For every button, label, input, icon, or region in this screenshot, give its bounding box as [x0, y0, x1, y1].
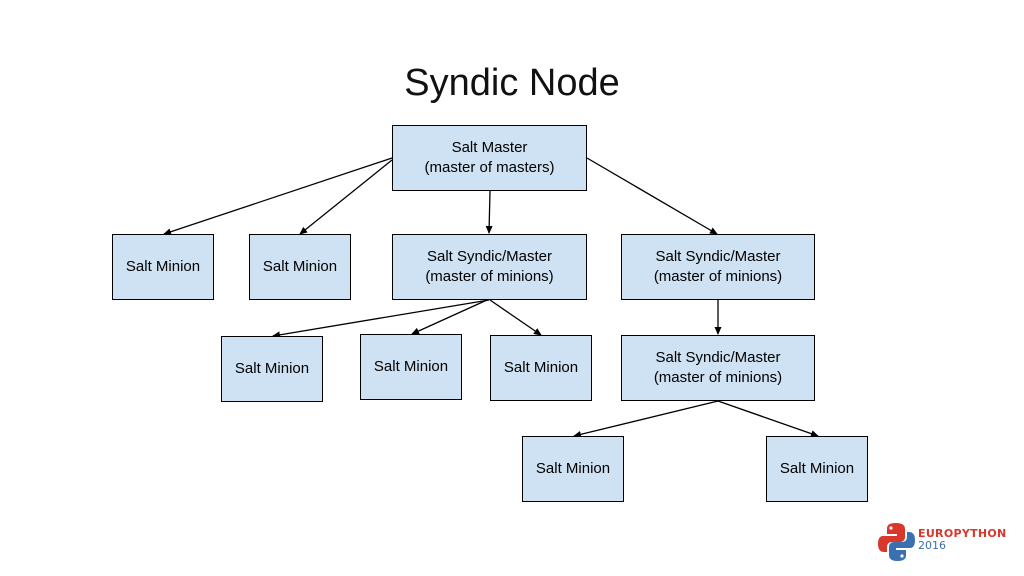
- node-label: Salt Master: [451, 139, 528, 156]
- edge-syndic-c-to-minion-l3-a: [573, 400, 719, 438]
- node-sublabel: (master of masters): [424, 159, 555, 176]
- node-label: Salt Minion: [535, 460, 611, 477]
- node-label: Salt Minion: [779, 460, 855, 477]
- node-salt-minion: Salt Minion: [490, 335, 592, 401]
- node-salt-minion: Salt Minion: [112, 234, 214, 300]
- python-snake-icon: [878, 523, 915, 561]
- node-label: Salt Minion: [125, 258, 201, 275]
- node-label: Salt Minion: [234, 360, 310, 377]
- node-salt-master: Salt Master (master of masters): [392, 125, 587, 191]
- edge-master-to-syndic-b: [586, 157, 718, 235]
- edge-syndic-a-to-minion-l2-a: [272, 299, 490, 339]
- node-salt-minion: Salt Minion: [249, 234, 351, 300]
- node-salt-syndic-master: Salt Syndic/Master (master of minions): [621, 234, 815, 300]
- edge-syndic-c-to-minion-l3-b: [717, 400, 819, 437]
- node-salt-minion: Salt Minion: [522, 436, 624, 502]
- node-label: Salt Minion: [373, 358, 449, 375]
- logo-year: 2016: [918, 539, 946, 552]
- node-label: Salt Minion: [262, 258, 338, 275]
- node-label: Salt Minion: [503, 359, 579, 376]
- edge-syndic-a-to-minion-l2-b: [411, 299, 488, 335]
- logo-wordmark: EUROPYTHON: [918, 527, 1007, 540]
- edge-master-to-syndic-a: [485, 190, 493, 234]
- node-sublabel: (master of minions): [653, 268, 783, 285]
- node-salt-minion: Salt Minion: [221, 336, 323, 402]
- node-sublabel: (master of minions): [653, 369, 783, 386]
- edge-master-to-minion-l1-a: [163, 157, 393, 236]
- node-salt-minion: Salt Minion: [766, 436, 868, 502]
- node-label: Salt Syndic/Master: [655, 248, 781, 265]
- europython-logo: EUROPYTHON 2016: [876, 518, 1006, 564]
- node-sublabel: (master of minions): [425, 268, 554, 285]
- diagram-title: Syndic Node: [404, 62, 620, 104]
- node-salt-syndic-master: Salt Syndic/Master (master of minions): [621, 335, 815, 401]
- node-salt-syndic-master: Salt Syndic/Master (master of minions): [392, 234, 587, 300]
- edge-syndic-a-to-minion-l2-c: [489, 299, 542, 336]
- edge-master-to-minion-l1-b: [299, 159, 393, 235]
- node-label: Salt Syndic/Master: [426, 248, 553, 265]
- node-label: Salt Syndic/Master: [655, 349, 781, 366]
- node-salt-minion: Salt Minion: [360, 334, 462, 400]
